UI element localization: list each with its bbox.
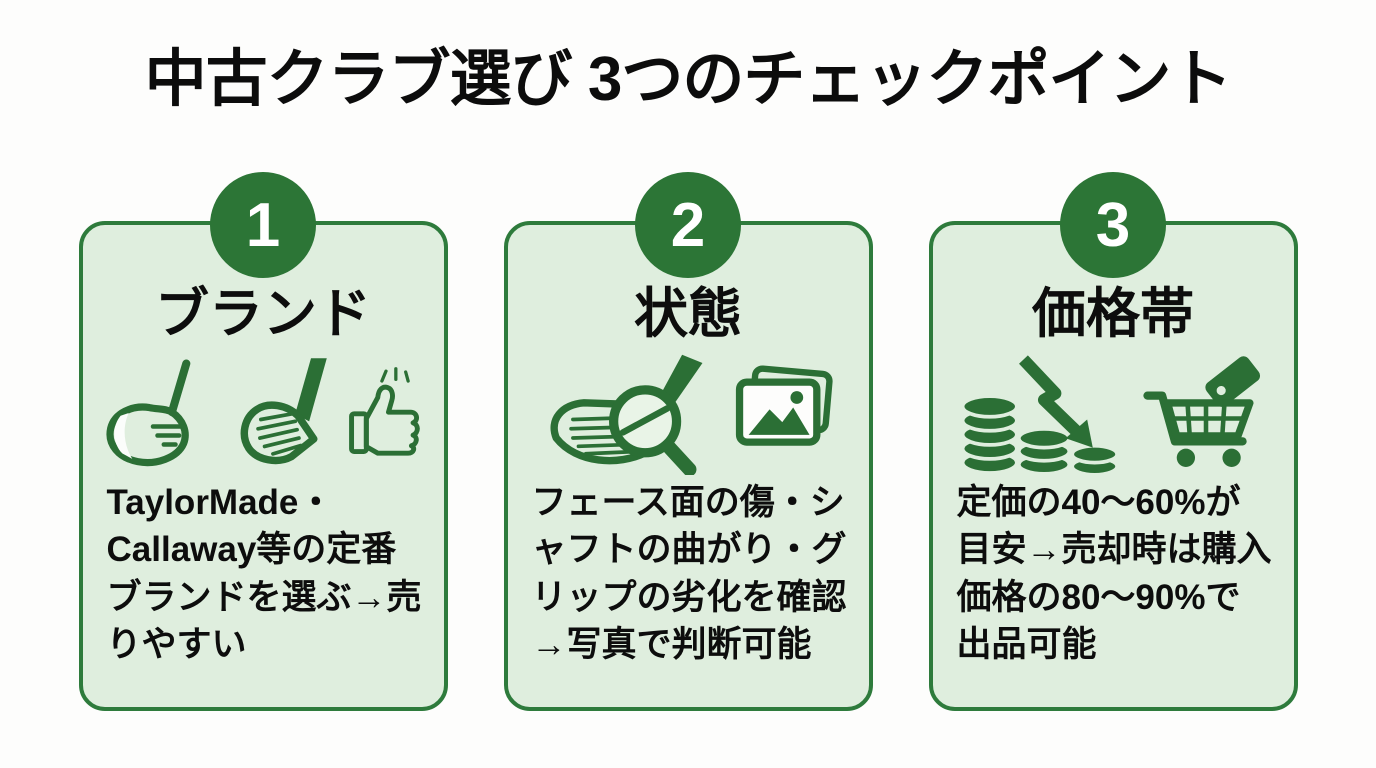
card-title: ブランド: [155, 284, 371, 345]
card-title: 価格帯: [1032, 284, 1194, 345]
card-body-text: TaylorMade・Callaway等の定番ブランドを選ぶ→売りやすい: [106, 482, 422, 665]
club-face-magnifier-icon: [550, 354, 703, 475]
card-icons: [541, 351, 835, 475]
card-title: 状態: [634, 284, 742, 345]
card-brand: 1 ブランド: [78, 172, 448, 712]
card-number-badge: 1: [210, 172, 316, 279]
thumbs-up-icon: [349, 366, 420, 456]
page-title: 中古クラブ選び 3つのチェックポイント: [144, 45, 1233, 114]
card-price-range: 3 価格帯: [928, 172, 1298, 712]
card-body-text: フェース面の傷・シャフトの曲がり・グリップの劣化を確認→写真で判断可能: [531, 482, 847, 665]
checkpoint-cards: 1 ブランド: [0, 172, 1376, 712]
coin-stacks-down-arrow-icon: [960, 355, 1120, 474]
card-body-text: 定価の40〜60%が目安→売却時は購入価格の80〜90%で出品可能: [956, 482, 1272, 665]
card-icons: [956, 351, 1270, 475]
golf-driver-icon: [106, 359, 191, 466]
cart-price-tag-icon: [1143, 355, 1261, 467]
card-condition: 2 状態: [503, 172, 873, 712]
golf-iron-icon: [240, 357, 327, 464]
card-number-badge: 3: [1060, 172, 1166, 279]
card-icons: [99, 351, 427, 475]
photo-stack-icon: [735, 365, 833, 446]
card-number-badge: 2: [635, 172, 741, 279]
